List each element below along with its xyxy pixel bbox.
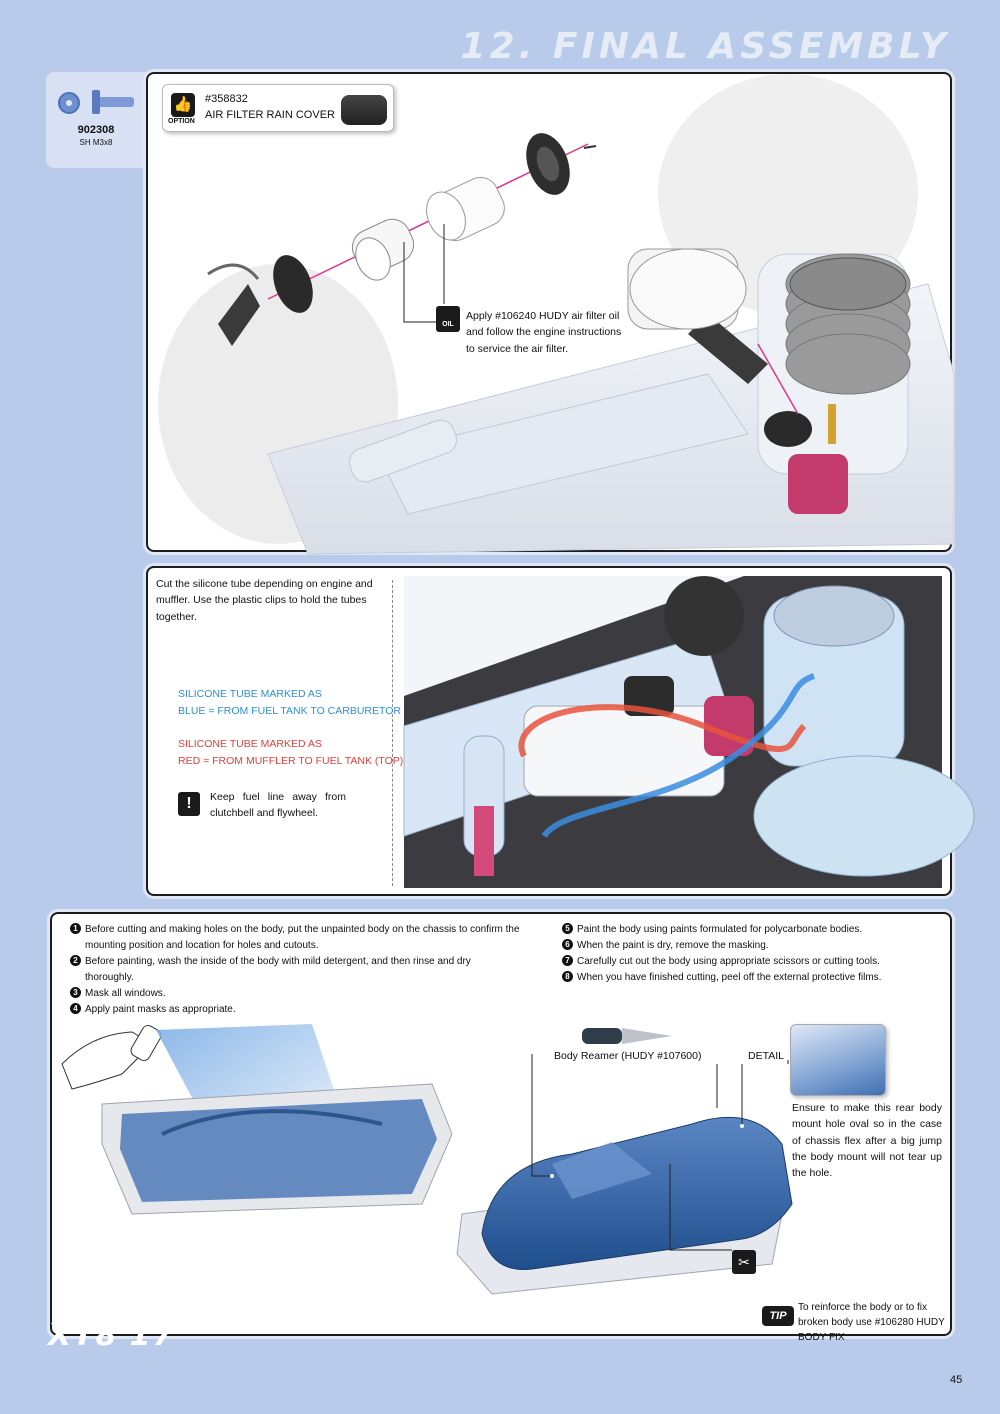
detail-label: DETAIL [748, 1050, 784, 1062]
step-number: 2 [70, 955, 81, 966]
step-item: 2 Before painting, wash the inside of the… [70, 954, 520, 986]
option-part-number: #358832 [205, 93, 248, 105]
step-text: Before painting, wash the inside of the … [85, 956, 471, 983]
step-item: 8 When you have finished cutting, peel of… [562, 970, 932, 986]
step-item: 5 Paint the body using paints formulated … [562, 922, 932, 938]
step-number: 3 [70, 987, 81, 998]
step-text: Paint the body using paints formulated f… [577, 924, 863, 935]
warning-icon: ! [178, 792, 200, 816]
option-label: OPTION [168, 118, 195, 125]
oil-note: Apply #106240 HUDY air filter oil and fo… [466, 310, 622, 355]
option-part-name: AIR FILTER RAIN COVER [205, 109, 335, 121]
thumbs-up-icon: 👍 [171, 93, 195, 117]
divider [392, 580, 393, 886]
part-desc: SH M3x8 [79, 138, 113, 147]
option-callout: 👍 OPTION #358832 AIR FILTER RAIN COVER [162, 84, 394, 132]
page-number: 45 [950, 1374, 963, 1386]
fuel-line-panel: Cut the silicone tube depending on engin… [146, 566, 975, 896]
step-text: Mask all windows. [85, 988, 166, 999]
body-reamer-label: Body Reamer (HUDY #107600) [554, 1050, 702, 1062]
parts-tab: 902308 SH M3x8 [46, 72, 152, 168]
oil-icon: OIL [436, 306, 460, 332]
brand-logo: XT8'17 [48, 1318, 176, 1353]
detail-text: Ensure to make this rear body mount hole… [792, 1102, 942, 1180]
step-text: When the paint is dry, remove the maskin… [577, 940, 769, 951]
step-text: When you have finished cutting, peel off… [577, 972, 882, 983]
steps-list-right: 5 Paint the body using paints formulated … [562, 922, 932, 986]
fuel-intro: Cut the silicone tube depending on engin… [156, 578, 373, 623]
fuel-line-illustration [403, 576, 975, 888]
part-code: 902308 [77, 124, 115, 136]
step-text: Before cutting and making holes on the b… [85, 924, 520, 951]
step-item: 6 When the paint is dry, remove the maski… [562, 938, 932, 954]
air-filter-illustration [158, 74, 955, 555]
red-tube-label-2: RED = FROM MUFFLER TO FUEL TANK (TOP) [178, 755, 404, 767]
page-title: 12. FINAL ASSEMBLY [460, 26, 950, 67]
washer-icon [58, 92, 80, 114]
air-filter-panel: 👍 OPTION #358832 AIR FILTER RAIN COVER O… [146, 72, 955, 555]
warning-text: Keep fuel line away from clutchbell and … [210, 791, 346, 820]
step-number: 8 [562, 971, 573, 982]
step-item: 1 Before cutting and making holes on the … [70, 922, 520, 954]
step-item: 4 Apply paint masks as appropriate. [70, 1002, 520, 1018]
step-number: 4 [70, 1003, 81, 1014]
blue-tube-label-2: BLUE = FROM FUEL TANK TO CARBURETOR [178, 705, 401, 717]
tip-text: To reinforce the body or to fix broken b… [798, 1302, 945, 1343]
tip-icon: TIP [762, 1306, 794, 1326]
blue-tube-label-1: SILICONE TUBE MARKED AS [178, 688, 322, 700]
red-tube-label-1: SILICONE TUBE MARKED AS [178, 738, 322, 750]
body-prep-panel: 1 Before cutting and making holes on the … [50, 912, 952, 1343]
body-illustration [61, 1024, 793, 1295]
detail-image [790, 1024, 886, 1096]
rain-cover-image [341, 95, 387, 125]
step-number: 7 [562, 955, 573, 966]
step-number: 1 [70, 923, 81, 934]
step-item: 3 Mask all windows. [70, 986, 520, 1002]
step-number: 5 [562, 923, 573, 934]
steps-list-left: 1 Before cutting and making holes on the … [70, 922, 520, 1018]
screw-icon [92, 90, 100, 114]
step-text: Apply paint masks as appropriate. [85, 1004, 236, 1015]
step-text: Carefully cut out the body using appropr… [577, 956, 880, 967]
step-item: 7 Carefully cut out the body using approp… [562, 954, 932, 970]
scissors-icon: ✂ [732, 1250, 756, 1274]
step-number: 6 [562, 939, 573, 950]
